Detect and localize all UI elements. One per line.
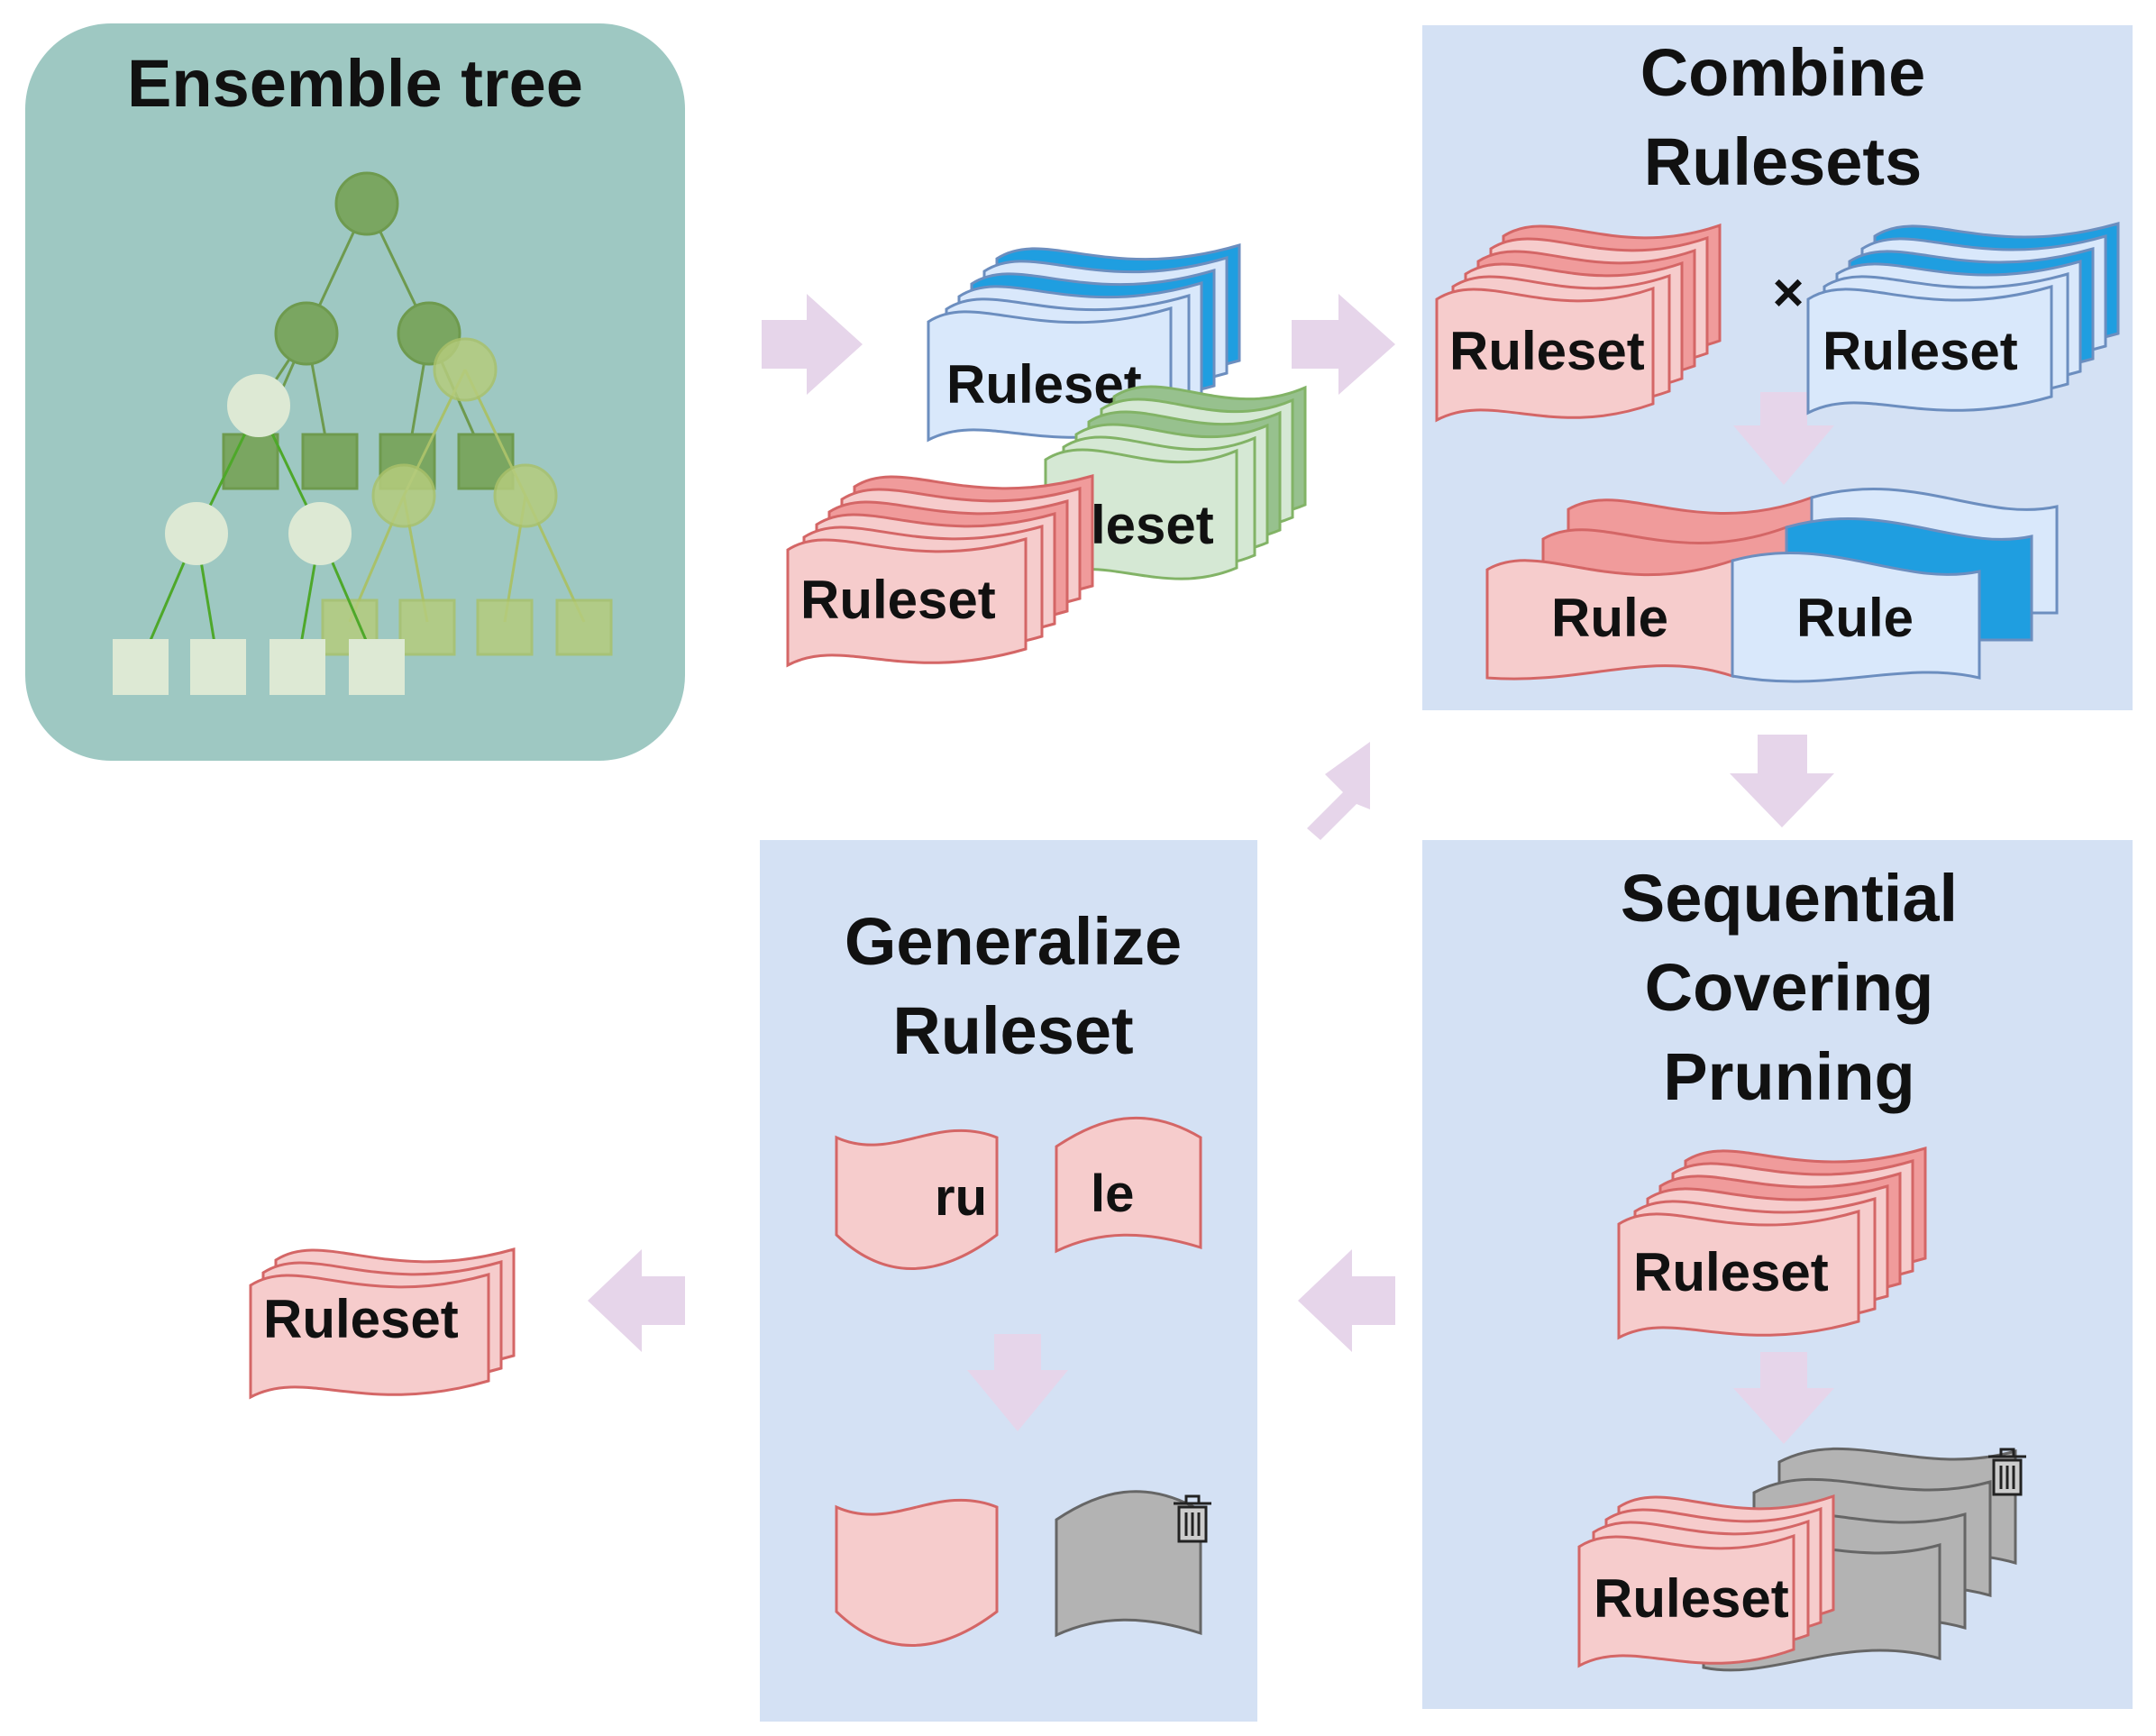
combine-title-line-1: Combine [1640,35,1926,110]
ruleset-label-final: Ruleset [263,1289,459,1349]
rule-label-left: Rule [1551,588,1668,648]
ruleset-stack-red-middle [786,474,1094,668]
ensemble-tree-graphic [113,171,613,695]
arrow-left-pruning [1298,1249,1395,1352]
arrow-down-generalize-inner [967,1334,1068,1431]
rule-fragment-left-label: ru [935,1168,987,1227]
arrow-down-combine [1730,735,1834,827]
ruleset-label-red-middle: Ruleset [800,570,996,630]
ruleset-label-red-combine: Ruleset [1449,321,1645,381]
ruleset-stack-red-combine [1435,223,1722,423]
ruleset-stack-final [249,1247,516,1400]
pruning-title-line-2: Covering [1645,950,1934,1025]
trash-icon [1988,1448,2026,1496]
generalize-title-line-2: Ruleset [892,993,1133,1068]
arrow-up-right-loop [1307,742,1370,840]
rule-fragment-left [835,1128,999,1270]
ruleset-label-red-pruning: Ruleset [1633,1242,1829,1302]
multiply-operator: × [1772,262,1804,323]
ruleset-stack-blue-combine [1806,222,2120,416]
ruleset-label-blue-combine: Ruleset [1823,321,2018,381]
arrow-left-final [588,1249,685,1352]
arrow-right-1 [762,294,863,395]
arrow-right-2 [1292,294,1395,395]
rule-fragment-right-label: le [1091,1165,1134,1223]
ruleset-stack-red-pruning [1617,1146,1927,1340]
trash-icon [1174,1494,1211,1543]
pruning-title-line-3: Pruning [1663,1039,1915,1114]
combined-rule-pair [1485,487,2059,683]
ruleset-label-red-kept: Ruleset [1594,1568,1789,1629]
generalize-title-line-1: Generalize [845,904,1182,979]
ruleset-stack-red-kept [1577,1494,1835,1668]
pruning-title-line-1: Sequential [1621,861,1958,936]
rule-label-right: Rule [1796,588,1914,648]
ensemble-tree-panel [25,23,685,761]
arrow-down-pruning-inner [1733,1352,1834,1444]
ensemble-tree-title: Ensemble tree [127,46,583,121]
rule-fragment-right [1055,1116,1202,1254]
rule-fragment-discarded [1055,1490,1202,1638]
rule-fragment-kept [835,1498,999,1647]
ruleset-label-green: leset [1091,495,1214,555]
ruleset-stack-blue [927,242,1241,443]
arrow-down-combine-inner [1733,392,1834,485]
combine-title-line-2: Rulesets [1644,124,1922,199]
